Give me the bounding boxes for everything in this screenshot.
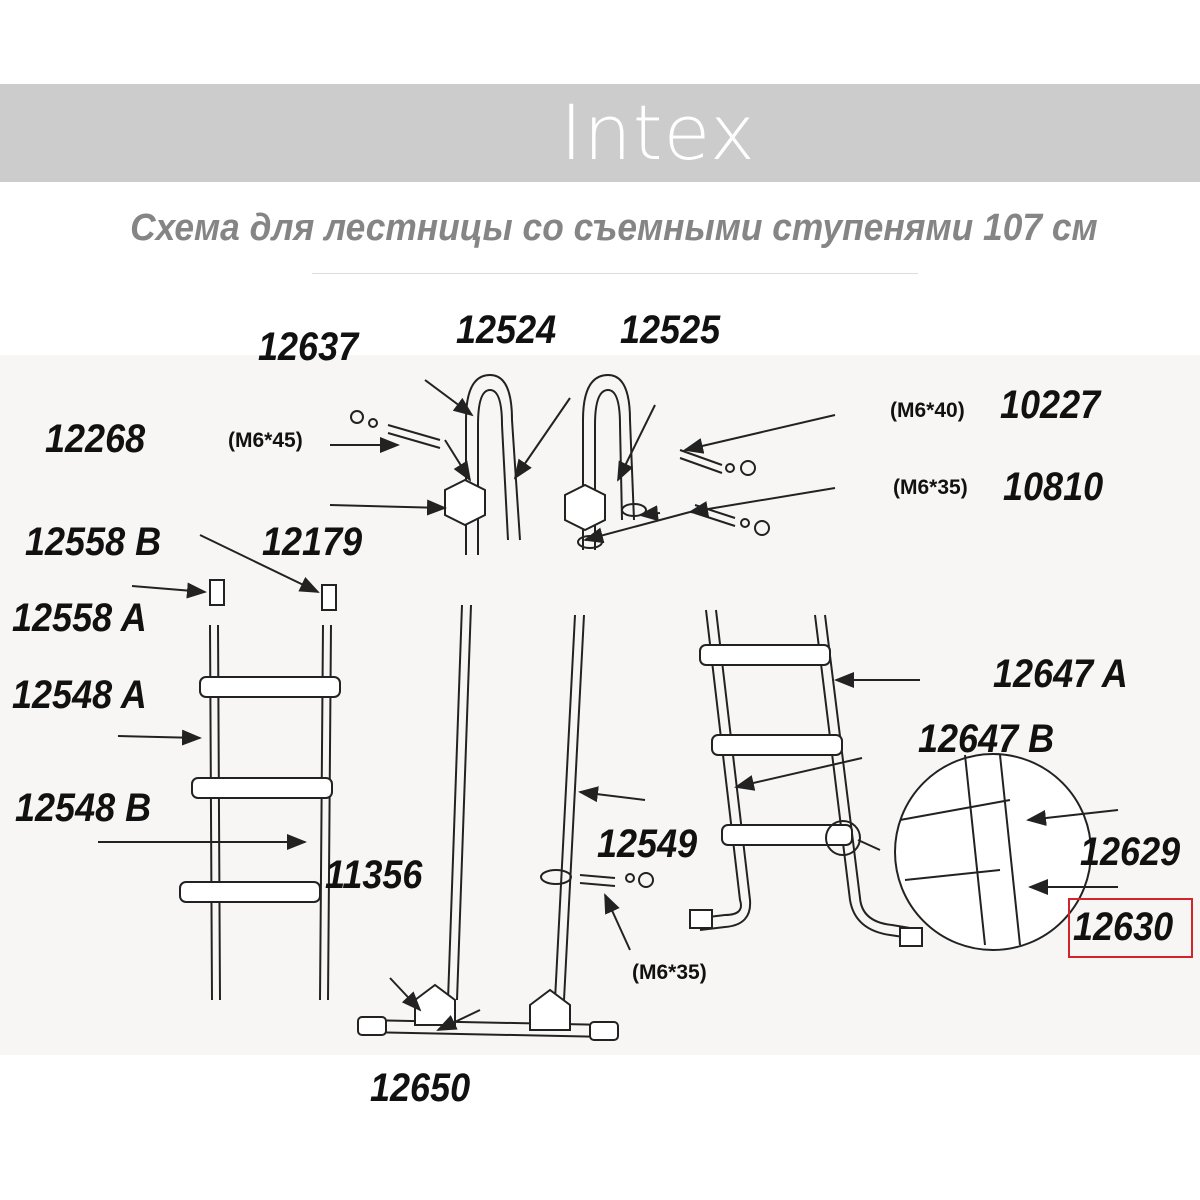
part-label-12630: 12630	[1073, 905, 1174, 949]
part-label-12524: 12524	[456, 308, 557, 352]
leader-arrows	[98, 379, 1119, 1031]
part-label-12558a: 12558 A	[12, 596, 147, 640]
part-label-10810: 10810	[1003, 465, 1104, 509]
brand-logo: Intex	[560, 88, 756, 177]
part-label-12548b: 12548 B	[15, 786, 152, 830]
diagram-subtitle: Схема для лестницы со съемными ступенями…	[130, 207, 1098, 249]
part-label-10227: 10227	[1000, 383, 1101, 427]
bolt-spec-m6x35-top: (M6*35)	[893, 476, 968, 499]
ladder-right	[689, 609, 1092, 951]
part-label-12179: 12179	[262, 520, 363, 564]
handrail-right	[564, 373, 647, 550]
bolt-spec-m6x45: (M6*45)	[228, 429, 303, 452]
handrail-left	[444, 373, 521, 555]
part-label-12650: 12650	[370, 1066, 471, 1110]
part-label-12558b: 12558 B	[25, 520, 162, 564]
title-banner	[0, 84, 1200, 182]
part-label-12548a: 12548 A	[12, 673, 147, 717]
part-label-12525: 12525	[620, 308, 721, 352]
ladder-left	[179, 579, 341, 1001]
bolt-spec-m6x40: (M6*40)	[890, 399, 965, 422]
part-label-11356: 11356	[325, 853, 423, 897]
part-label-12268: 12268	[45, 417, 146, 461]
part-label-12647b: 12647 B	[918, 717, 1055, 761]
part-label-12549: 12549	[597, 822, 698, 866]
part-label-12637: 12637	[258, 325, 359, 369]
handrail-posts	[357, 604, 619, 1041]
divider	[312, 273, 918, 274]
highlight-box	[1068, 898, 1193, 958]
part-label-12647a: 12647 A	[993, 652, 1128, 696]
bolt-spec-m6x35-bottom: (M6*35)	[632, 961, 707, 984]
part-label-12629: 12629	[1080, 830, 1181, 874]
